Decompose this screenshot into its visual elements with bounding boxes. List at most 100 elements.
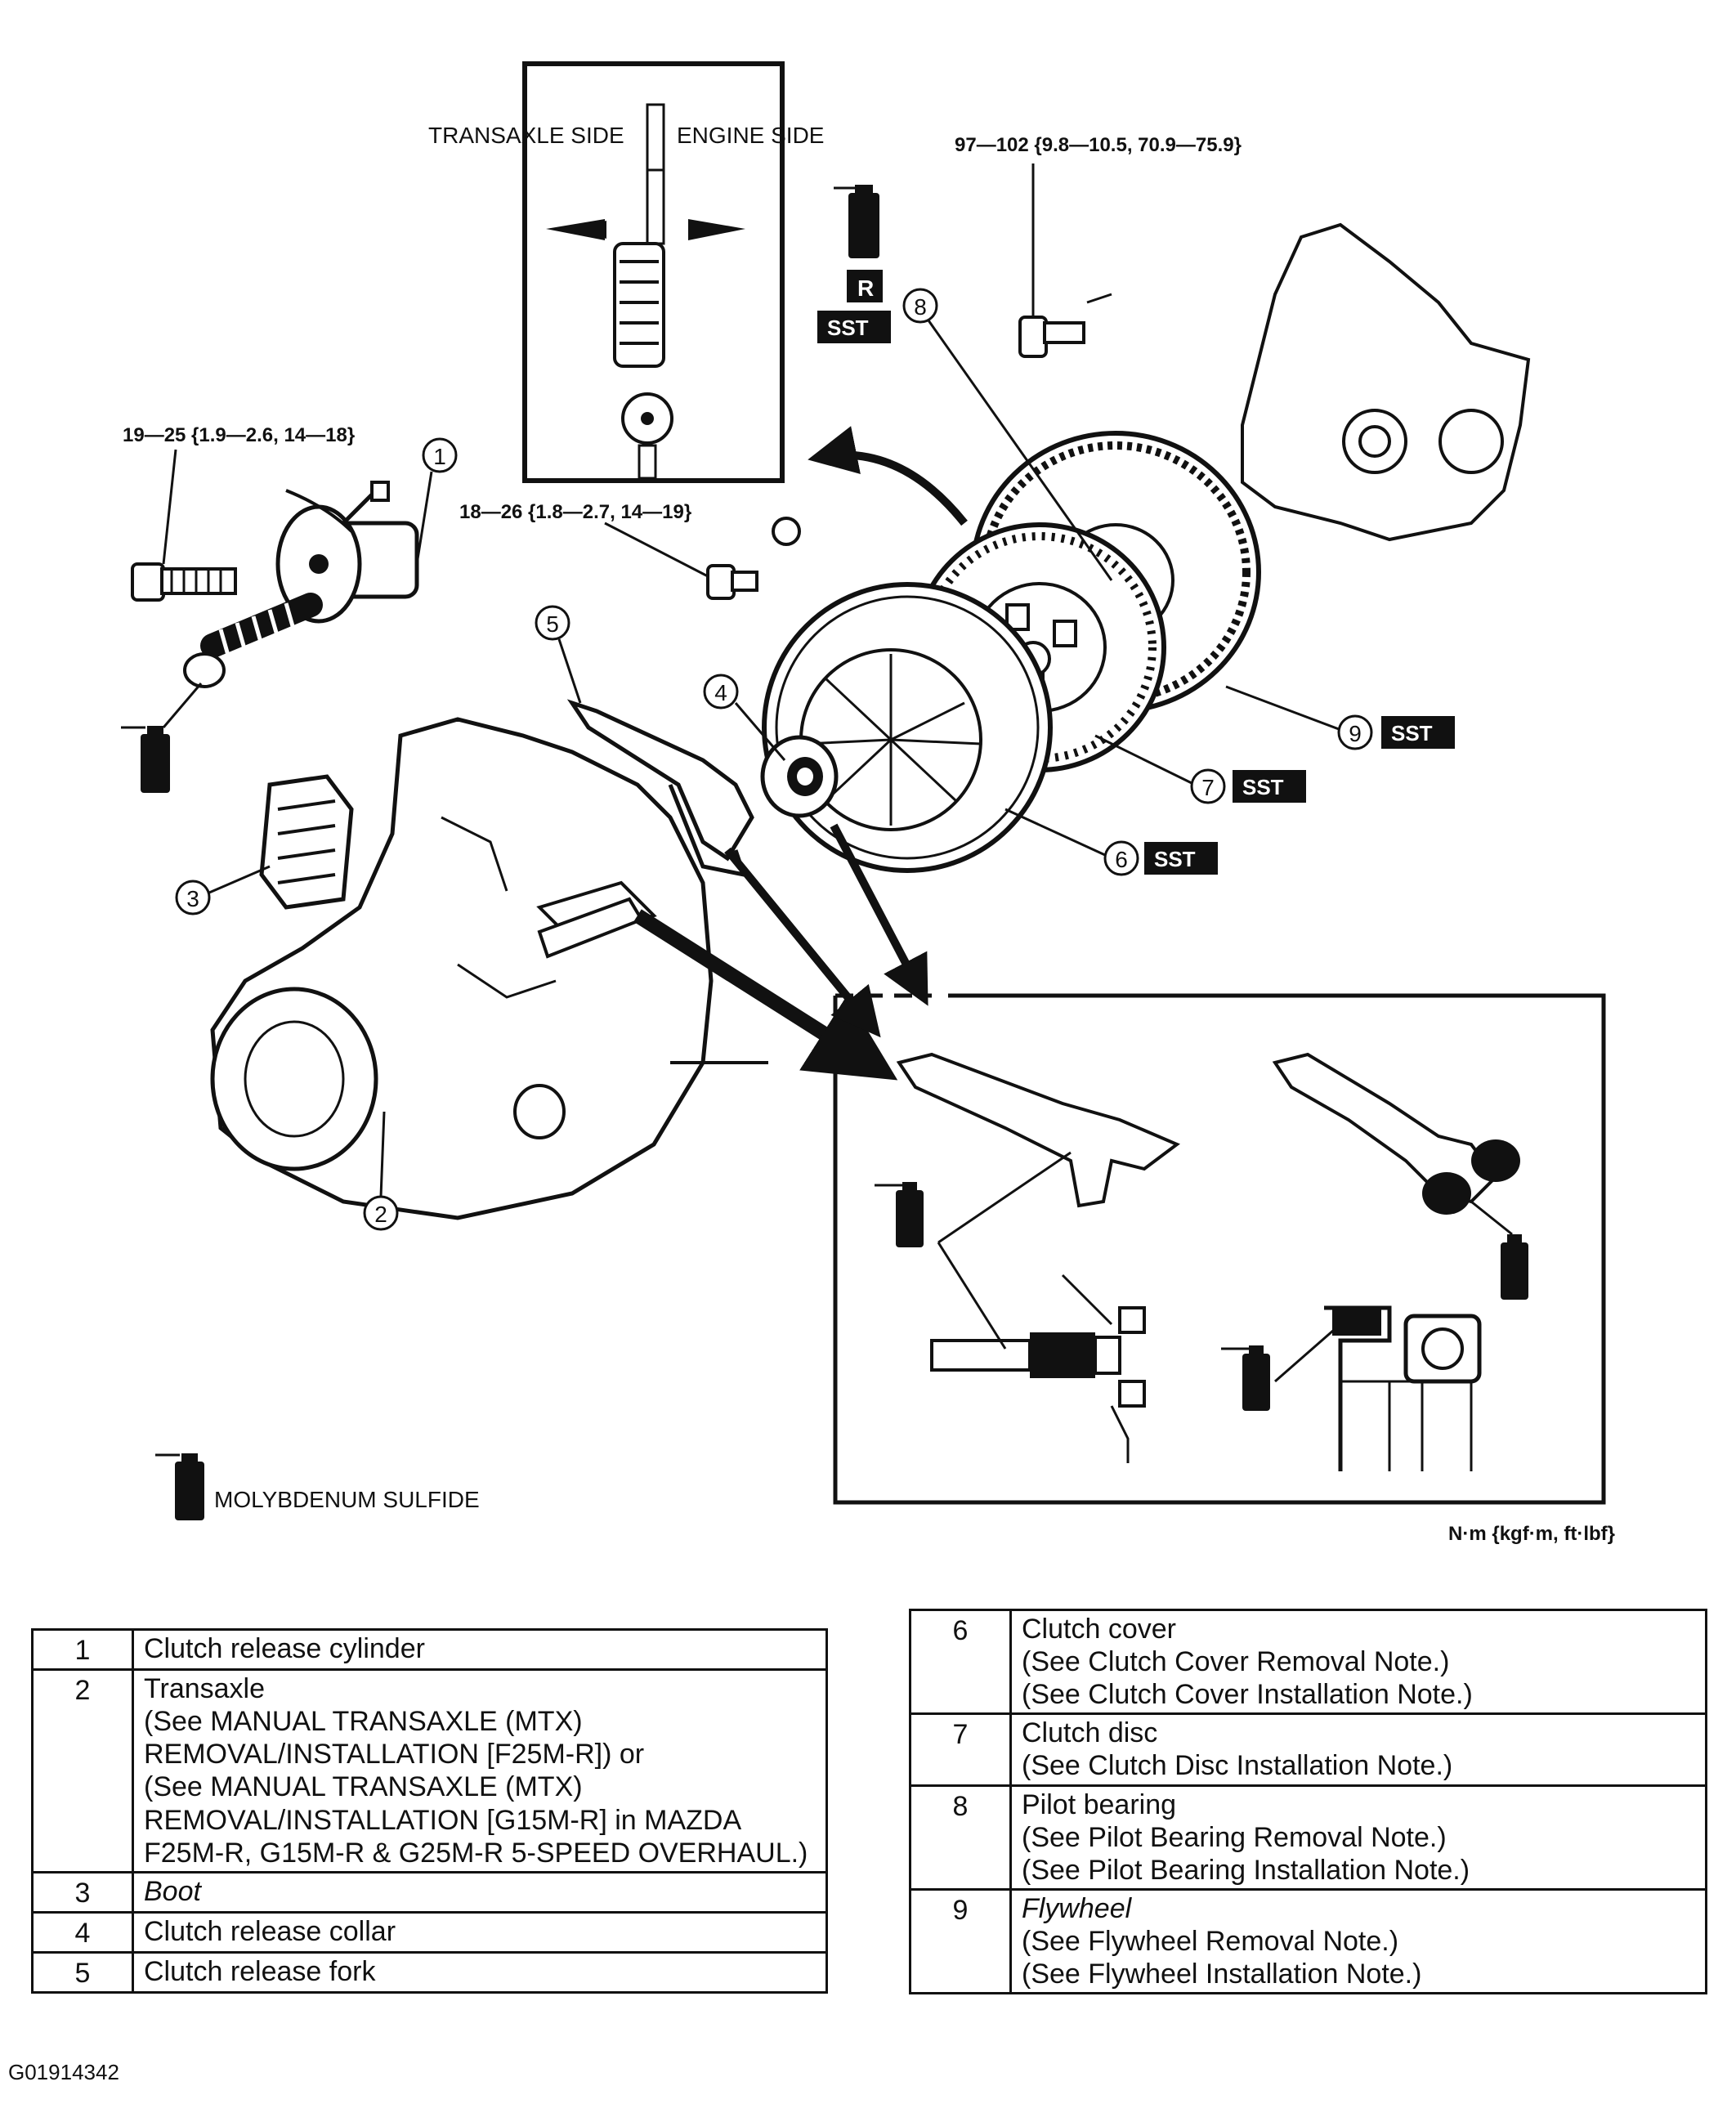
svg-text:2: 2	[374, 1202, 387, 1227]
part-description-line: Flywheel	[1022, 1892, 1132, 1924]
grease-can-icon-pushrod	[121, 683, 203, 793]
sst-badge-7-text: SST	[1242, 775, 1284, 799]
callout-4: 4	[703, 674, 786, 761]
table-row: 3 Boot	[31, 1870, 828, 1914]
part-number: 6	[909, 1608, 1012, 1716]
clutch-cover-part	[762, 582, 1053, 873]
part-description: Clutch cover(See Clutch Cover Removal No…	[1009, 1608, 1707, 1716]
callout-6: 6	[1004, 808, 1139, 876]
torque-cylinder-bolt: 19—25 {1.9—2.6, 14—18}	[123, 424, 355, 446]
part-description-line: (See Clutch Cover Installation Note.)	[1022, 1679, 1473, 1711]
part-description-line: Clutch release fork	[144, 1955, 376, 1987]
part-description-line: Clutch cover	[1022, 1614, 1176, 1645]
units-label: N·m {kgf·m, ft·lbf}	[1448, 1523, 1615, 1545]
engine-side-label: ENGINE SIDE	[677, 123, 824, 148]
callout-7: 7	[1094, 734, 1226, 804]
svg-text:7: 7	[1201, 775, 1215, 800]
svg-text:3: 3	[186, 886, 199, 911]
engine-block-outline	[1241, 222, 1531, 542]
legend-moly-label: MOLYBDENUM SULFIDE	[214, 1487, 480, 1512]
part-description: Clutch release cylinder	[132, 1627, 828, 1672]
release-cylinder-part	[275, 481, 419, 624]
callout-3: 3	[175, 865, 271, 915]
grease-can-icon	[834, 185, 879, 258]
transaxle-part	[210, 717, 768, 1220]
part-description: Clutch disc(See Clutch Disc Installation…	[1009, 1712, 1707, 1787]
svg-text:9: 9	[1349, 721, 1362, 746]
part-description-line: Transaxle	[144, 1673, 266, 1705]
arrow-to-inset-2	[724, 847, 881, 1038]
part-number: 5	[31, 1950, 134, 1994]
part-description-line: (See Clutch Cover Removal Note.)	[1022, 1646, 1450, 1678]
part-description: Transaxle(See MANUAL TRANSAXLE (MTX)REMO…	[132, 1668, 828, 1873]
part-description-line: Pilot bearing	[1022, 1788, 1177, 1820]
part-description: Clutch release fork	[132, 1950, 828, 1994]
table-row: 5 Clutch release fork	[31, 1950, 828, 1994]
torque-flywheel-bolt: 97—102 {9.8—10.5, 70.9—75.9}	[955, 134, 1242, 156]
part-description-line: (See Pilot Bearing Removal Note.)	[1022, 1821, 1447, 1853]
arrow-right-icon	[688, 219, 745, 240]
part-description-line: Clutch release collar	[144, 1915, 396, 1947]
callout-8: 8	[902, 288, 1113, 581]
sst-badge-9	[1381, 716, 1455, 749]
part-number: 4	[31, 1910, 134, 1954]
boot-part	[259, 774, 354, 910]
callout-1: 1	[415, 437, 458, 565]
part-description: Flywheel(See Flywheel Removal Note.)(See…	[1009, 1887, 1707, 1995]
part-description-line: Boot	[144, 1875, 201, 1907]
callout-5: 5	[535, 605, 582, 704]
clutch-cover-bolt	[604, 517, 801, 600]
part-description: Clutch release collar	[132, 1910, 828, 1954]
part-description: Boot	[132, 1870, 828, 1914]
callout-9: 9	[1225, 685, 1373, 750]
part-description-line: F25M-R, G15M-R & G25M-R 5-SPEED OVERHAUL…	[144, 1837, 808, 1869]
sst-badge-top	[817, 311, 891, 343]
svg-text:5: 5	[546, 611, 559, 637]
part-description-line: (See Flywheel Removal Note.)	[1022, 1925, 1399, 1957]
sst-badge-top-text: SST	[827, 316, 869, 340]
sst-badge-7	[1233, 770, 1306, 803]
r-badge-text: R	[857, 275, 874, 301]
part-number: 3	[31, 1870, 134, 1914]
transaxle-side-label: TRANSAXLE SIDE	[428, 123, 624, 148]
svg-text:4: 4	[714, 680, 727, 705]
part-description-line: (See MANUAL TRANSAXLE (MTX)	[144, 1706, 583, 1738]
exploded-clutch-diagram: TRANSAXLE SIDE ENGINE SIDE 97—102 {9.8—1…	[121, 61, 1615, 1545]
part-description-line: (See MANUAL TRANSAXLE (MTX)	[144, 1771, 583, 1803]
r-badge	[847, 270, 883, 302]
part-description-line: (See Pilot Bearing Installation Note.)	[1022, 1854, 1470, 1886]
part-description-line: REMOVAL/INSTALLATION [G15M-R] in MAZDA	[144, 1804, 742, 1836]
part-description-line: (See Flywheel Installation Note.)	[1022, 1959, 1422, 1990]
part-description-line: Clutch release cylinder	[144, 1633, 425, 1664]
curved-arrow-icon	[808, 426, 968, 526]
figure-id: G01914342	[8, 2060, 119, 2084]
direction-inset: TRANSAXLE SIDE ENGINE SIDE	[428, 61, 824, 483]
part-description: Pilot bearing(See Pilot Bearing Removal …	[1009, 1784, 1707, 1891]
flywheel-bolt	[1018, 163, 1112, 358]
part-number: 2	[31, 1668, 134, 1873]
table-row: 1 Clutch release cylinder	[31, 1627, 828, 1672]
svg-text:6: 6	[1115, 847, 1128, 872]
pushrod-part	[183, 593, 323, 688]
sst-badge-6-text: SST	[1154, 847, 1196, 871]
cylinder-bolt	[131, 449, 237, 602]
part-number: 1	[31, 1627, 134, 1672]
sst-badge-6	[1144, 842, 1218, 875]
legend-grease-icon	[155, 1453, 204, 1520]
part-description-line: REMOVAL/INSTALLATION [F25M-R]) or	[144, 1739, 645, 1770]
arrow-to-inset-1	[633, 909, 898, 1081]
callout-2: 2	[363, 1111, 399, 1231]
lubrication-detail-inset	[833, 993, 1606, 1505]
svg-text:8: 8	[914, 294, 927, 320]
arrow-to-inset-3	[830, 823, 928, 1006]
part-description-line: Clutch disc	[1022, 1717, 1158, 1749]
torque-cover-bolt: 18—26 {1.8—2.7, 14—19}	[459, 501, 691, 523]
part-description-line: (See Clutch Disc Installation Note.)	[1022, 1750, 1453, 1782]
svg-text:1: 1	[433, 444, 446, 469]
table-row: 4 Clutch release collar	[31, 1910, 828, 1954]
